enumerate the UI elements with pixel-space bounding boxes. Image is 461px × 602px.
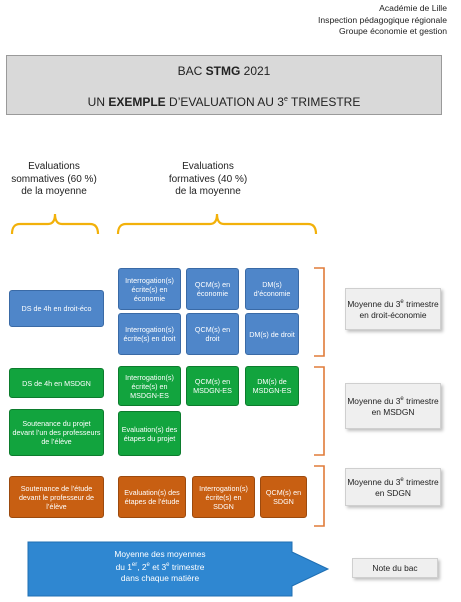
- evaluation-etude-box: Evaluation(s) des étapes de l’étude: [118, 476, 186, 518]
- result-msdgn-part-2: trimestre en MSDGN: [371, 395, 439, 417]
- result-economie-part-1: Moyenne du 3: [347, 298, 401, 309]
- qcm-economie-box: QCM(s) en économie: [186, 268, 239, 310]
- formatives-header: Evaluations formatives (40 %) de la moye…: [148, 161, 268, 199]
- sommatives-header: Evaluations sommatives (60 %) de la moye…: [4, 161, 104, 199]
- result-sdgn-part-2: trimestre en SDGN: [375, 476, 439, 498]
- title-box: BAC STMG 2021 UN EXEMPLE D’EVALUATION AU…: [6, 55, 442, 115]
- final-arrow-line-1: Moyenne des moyennes: [114, 549, 206, 559]
- formatives-header-line-2: formatives (40 %): [168, 173, 248, 185]
- dm-msdgn-box: DM(s) de MSDGN-ES: [245, 366, 299, 406]
- ds-msdgn-box: DS de 4h en MSDGN: [9, 368, 104, 398]
- title-line-2: UN EXEMPLE D’EVALUATION AU 3e TRIMESTRE: [7, 95, 441, 109]
- sommatives-brace-icon: [10, 213, 100, 235]
- evaluation-projet-box: Evaluation(s) des étapes du projet: [118, 411, 181, 456]
- arrow-line-2-c: et 3: [149, 561, 167, 572]
- sommatives-header-line-3: de la moyenne: [21, 186, 87, 197]
- result-msdgn-part-1: Moyenne du 3: [347, 395, 401, 406]
- org-line-1: Académie de Lille: [379, 3, 447, 13]
- title-line-2-end: TRIMESTRE: [287, 95, 361, 109]
- final-arrow-text: Moyenne des moyennes du 1er, 2e et 3e tr…: [70, 549, 250, 584]
- arrow-line-2-sup-2: e: [146, 562, 150, 568]
- note-du-bac-box: Note du bac: [352, 558, 438, 578]
- interrogation-msdgn-box: Interrogation(s) écrite(s) en MSDGN-ES: [118, 366, 181, 406]
- title-line-2-pre: UN: [87, 95, 109, 109]
- result-sdgn-part-1: Moyenne du 3: [347, 476, 401, 487]
- interrogation-sdgn-box: Interrogation(s) écrite(s) en SDGN: [192, 476, 255, 518]
- org-line-2: Inspection pédagogique régionale: [317, 14, 447, 25]
- title-line-1-bold: STMG: [205, 64, 241, 78]
- arrow-line-2-d: trimestre: [169, 561, 205, 572]
- result-msdgn-sup: e: [400, 396, 404, 403]
- soutenance-etude-box: Soutenance de l’étude devant le professe…: [9, 476, 104, 518]
- title-line-1-pre: BAC: [177, 64, 206, 78]
- arrow-line-2-a: du 1: [115, 561, 132, 572]
- ds-droit-eco-box: DS de 4h en droit-éco: [9, 290, 104, 327]
- soutenance-projet-box: Soutenance du projet devant l’un des pro…: [9, 409, 104, 456]
- sommatives-header-line-2: sommatives (60 %): [11, 173, 97, 185]
- arrow-line-2-sup-3: e: [166, 562, 170, 568]
- result-economie-sup: e: [400, 299, 404, 306]
- final-arrow-line-3: dans chaque matière: [120, 572, 200, 583]
- big-arrow-icon: [27, 541, 330, 597]
- formatives-brace-icon: [116, 213, 318, 235]
- title-line-1-post: 2021: [240, 64, 271, 78]
- qcm-sdgn-box: QCM(s) en SDGN: [260, 476, 307, 518]
- formatives-header-line-1: Evaluations: [182, 161, 234, 172]
- final-arrow-line-2: du 1er, 2e et 3e trimestre: [70, 560, 250, 573]
- economie-bracket-icon: [314, 267, 325, 357]
- formatives-header-line-3: de la moyenne: [175, 186, 241, 197]
- dm-economie-box: DM(s) d’économie: [245, 268, 299, 310]
- sdgn-bracket-icon: [314, 465, 325, 527]
- title-line-2-post: D’EVALUATION AU 3: [165, 95, 284, 109]
- result-sdgn-sup: e: [400, 477, 404, 484]
- qcm-droit-box: QCM(s) en droit: [186, 313, 239, 355]
- title-line-2-sup: e: [283, 96, 288, 103]
- organisation-header: Académie de Lille Inspection pédagogique…: [318, 3, 447, 38]
- arrow-line-2-sup-1: er: [131, 562, 138, 568]
- interrogation-droit-box: Interrogation(s) écrite(s) en droit: [118, 313, 181, 355]
- result-msdgn-box: Moyenne du 3e trimestre en MSDGN: [345, 383, 441, 429]
- result-sdgn-box: Moyenne du 3e trimestre en SDGN: [345, 468, 441, 506]
- dm-droit-box: DM(s) de droit: [245, 313, 299, 355]
- qcm-msdgn-box: QCM(s) en MSDGN-ES: [186, 366, 239, 406]
- result-economie-part-2: trimestre en droit-économie: [359, 298, 439, 320]
- interrogation-economie-box: Interrogation(s) écrite(s) en économie: [118, 268, 181, 310]
- msdgn-bracket-icon: [314, 366, 325, 456]
- arrow-line-2-b: , 2: [137, 561, 147, 572]
- sommatives-header-line-1: Evaluations: [28, 161, 80, 172]
- title-line-2-bold: EXEMPLE: [108, 95, 166, 109]
- org-line-3: Groupe économie et gestion: [339, 26, 447, 37]
- title-line-1: BAC STMG 2021: [7, 64, 441, 78]
- result-economie-box: Moyenne du 3e trimestre en droit-économi…: [345, 288, 441, 330]
